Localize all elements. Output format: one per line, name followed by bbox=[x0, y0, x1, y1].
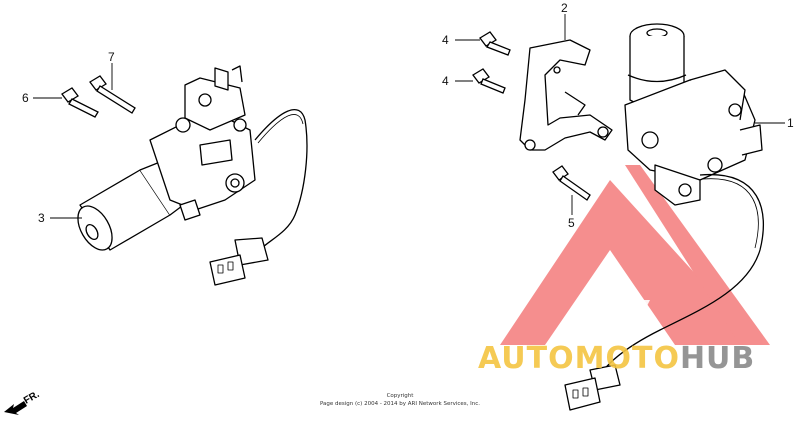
direction-label: FR. bbox=[22, 389, 42, 407]
bracket-2 bbox=[519, 39, 613, 151]
watermark-hub: HUB bbox=[680, 341, 755, 376]
callout-1: 1 bbox=[787, 116, 794, 130]
bolt-4-lower bbox=[472, 68, 506, 94]
callout-3: 3 bbox=[38, 211, 45, 225]
watermark-auto: AUTOMOTO bbox=[478, 341, 680, 376]
left-actuator-assembly bbox=[77, 65, 308, 286]
copyright-line-1: Copyright bbox=[387, 393, 415, 399]
callout-7: 7 bbox=[108, 50, 115, 64]
callout-6: 6 bbox=[22, 91, 29, 105]
bolt-7 bbox=[89, 75, 136, 114]
callout-5: 5 bbox=[568, 216, 575, 230]
right-actuator-assembly bbox=[564, 23, 764, 411]
callout-4-lower: 4 bbox=[442, 74, 449, 88]
watermark-triangle-icon bbox=[500, 165, 770, 345]
callout-2: 2 bbox=[561, 1, 568, 15]
copyright-line-2: Page design (c) 2004 - 2014 by ARI Netwo… bbox=[320, 401, 480, 407]
bolt-6 bbox=[61, 87, 99, 118]
bolt-4-upper bbox=[479, 31, 511, 56]
callout-4-upper: 4 bbox=[442, 33, 449, 47]
watermark-text: AUTOMOTOHUB bbox=[478, 341, 755, 376]
leader-lines bbox=[33, 14, 785, 219]
front-direction-arrow-icon bbox=[4, 401, 27, 415]
bolt-5 bbox=[552, 165, 591, 201]
